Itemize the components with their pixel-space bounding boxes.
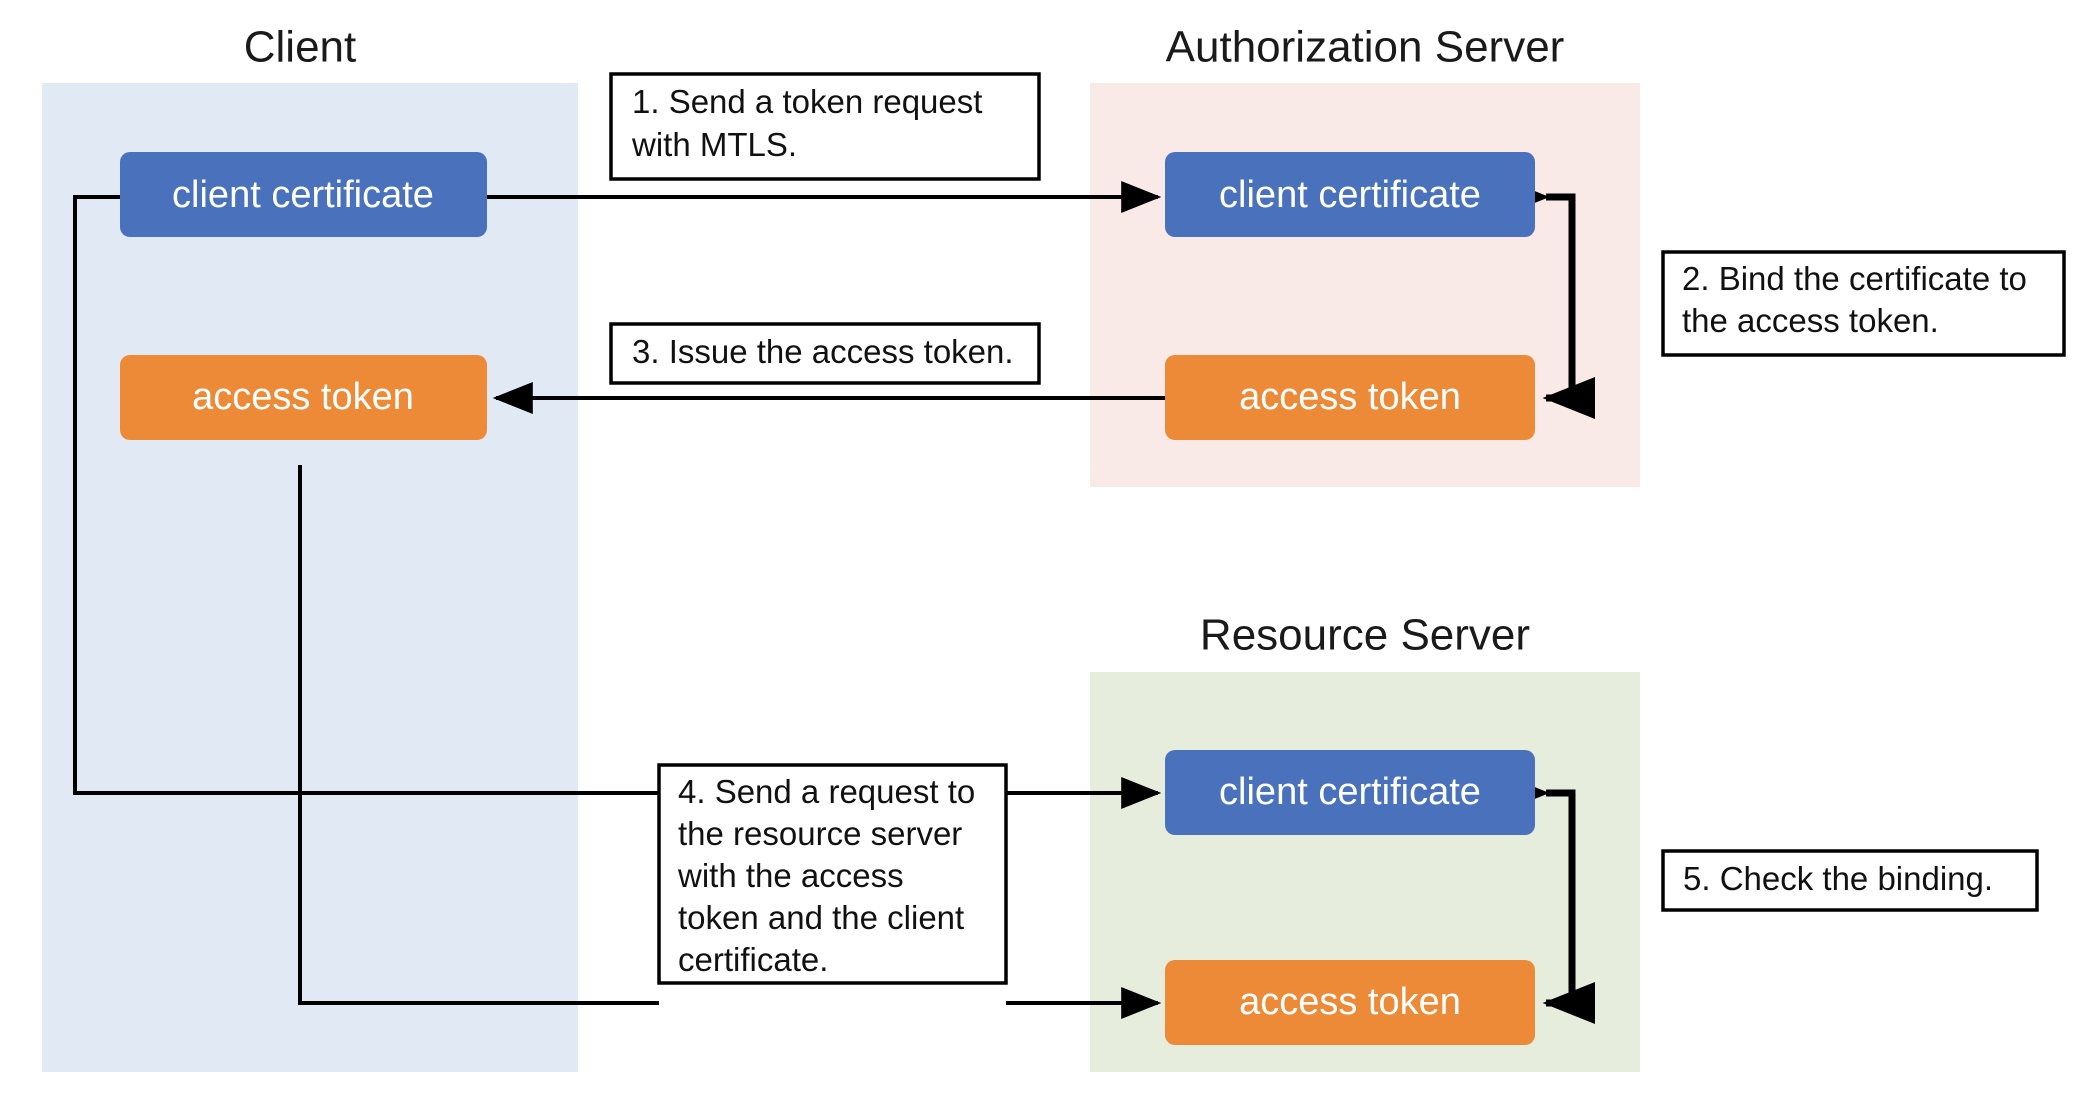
note-4-line-5: certificate. [678,941,828,978]
note-1-line-2: with MTLS. [631,126,797,163]
auth-client-certificate-node[interactable]: client certificate [1165,152,1535,237]
client-panel-title: Client [244,23,357,72]
auth-client-certificate-label: client certificate [1219,174,1481,216]
client-access-token-label: access token [192,376,414,418]
resource-client-certificate-node[interactable]: client certificate [1165,750,1535,835]
note-4-line-3: with the access [677,857,904,894]
note-3: 3. Issue the access token. [609,322,1041,385]
flow-4-certificate-rail [73,195,659,795]
client-client-certificate-label: client certificate [172,174,434,216]
note-4-line-2: the resource server [678,815,962,852]
note-4-line-1: 4. Send a request to [678,773,975,810]
client-client-certificate-node[interactable]: client certificate [120,152,487,237]
flow-4-token-rail [298,465,659,1005]
resource-access-token-node[interactable]: access token [1165,960,1535,1045]
authorization-server-panel-title: Authorization Server [1166,23,1565,72]
flow-5-binding-bracket [1497,772,1595,1024]
flow-2-binding-bracket [1497,176,1595,419]
note-5: 5. Check the binding. [1661,849,2039,912]
note-5-line-1: 5. Check the binding. [1683,860,1993,897]
auth-access-token-node[interactable]: access token [1165,355,1535,440]
resource-access-token-label: access token [1239,981,1461,1023]
note-2-line-1: 2. Bind the certificate to [1682,260,2027,297]
client-panel [42,83,578,1072]
note-2: 2. Bind the certificate to the access to… [1661,250,2066,357]
note-1: 1. Send a token request with MTLS. [609,72,1041,181]
resource-server-panel-title: Resource Server [1200,611,1530,660]
note-1-line-1: 1. Send a token request [632,83,982,120]
resource-client-certificate-label: client certificate [1219,771,1481,813]
note-4: 4. Send a request to the resource server… [657,763,1008,985]
client-access-token-node[interactable]: access token [120,355,487,440]
auth-access-token-label: access token [1239,376,1461,418]
note-4-line-4: token and the client [678,899,964,936]
note-2-line-2: the access token. [1682,302,1939,339]
note-3-line-1: 3. Issue the access token. [632,333,1014,370]
